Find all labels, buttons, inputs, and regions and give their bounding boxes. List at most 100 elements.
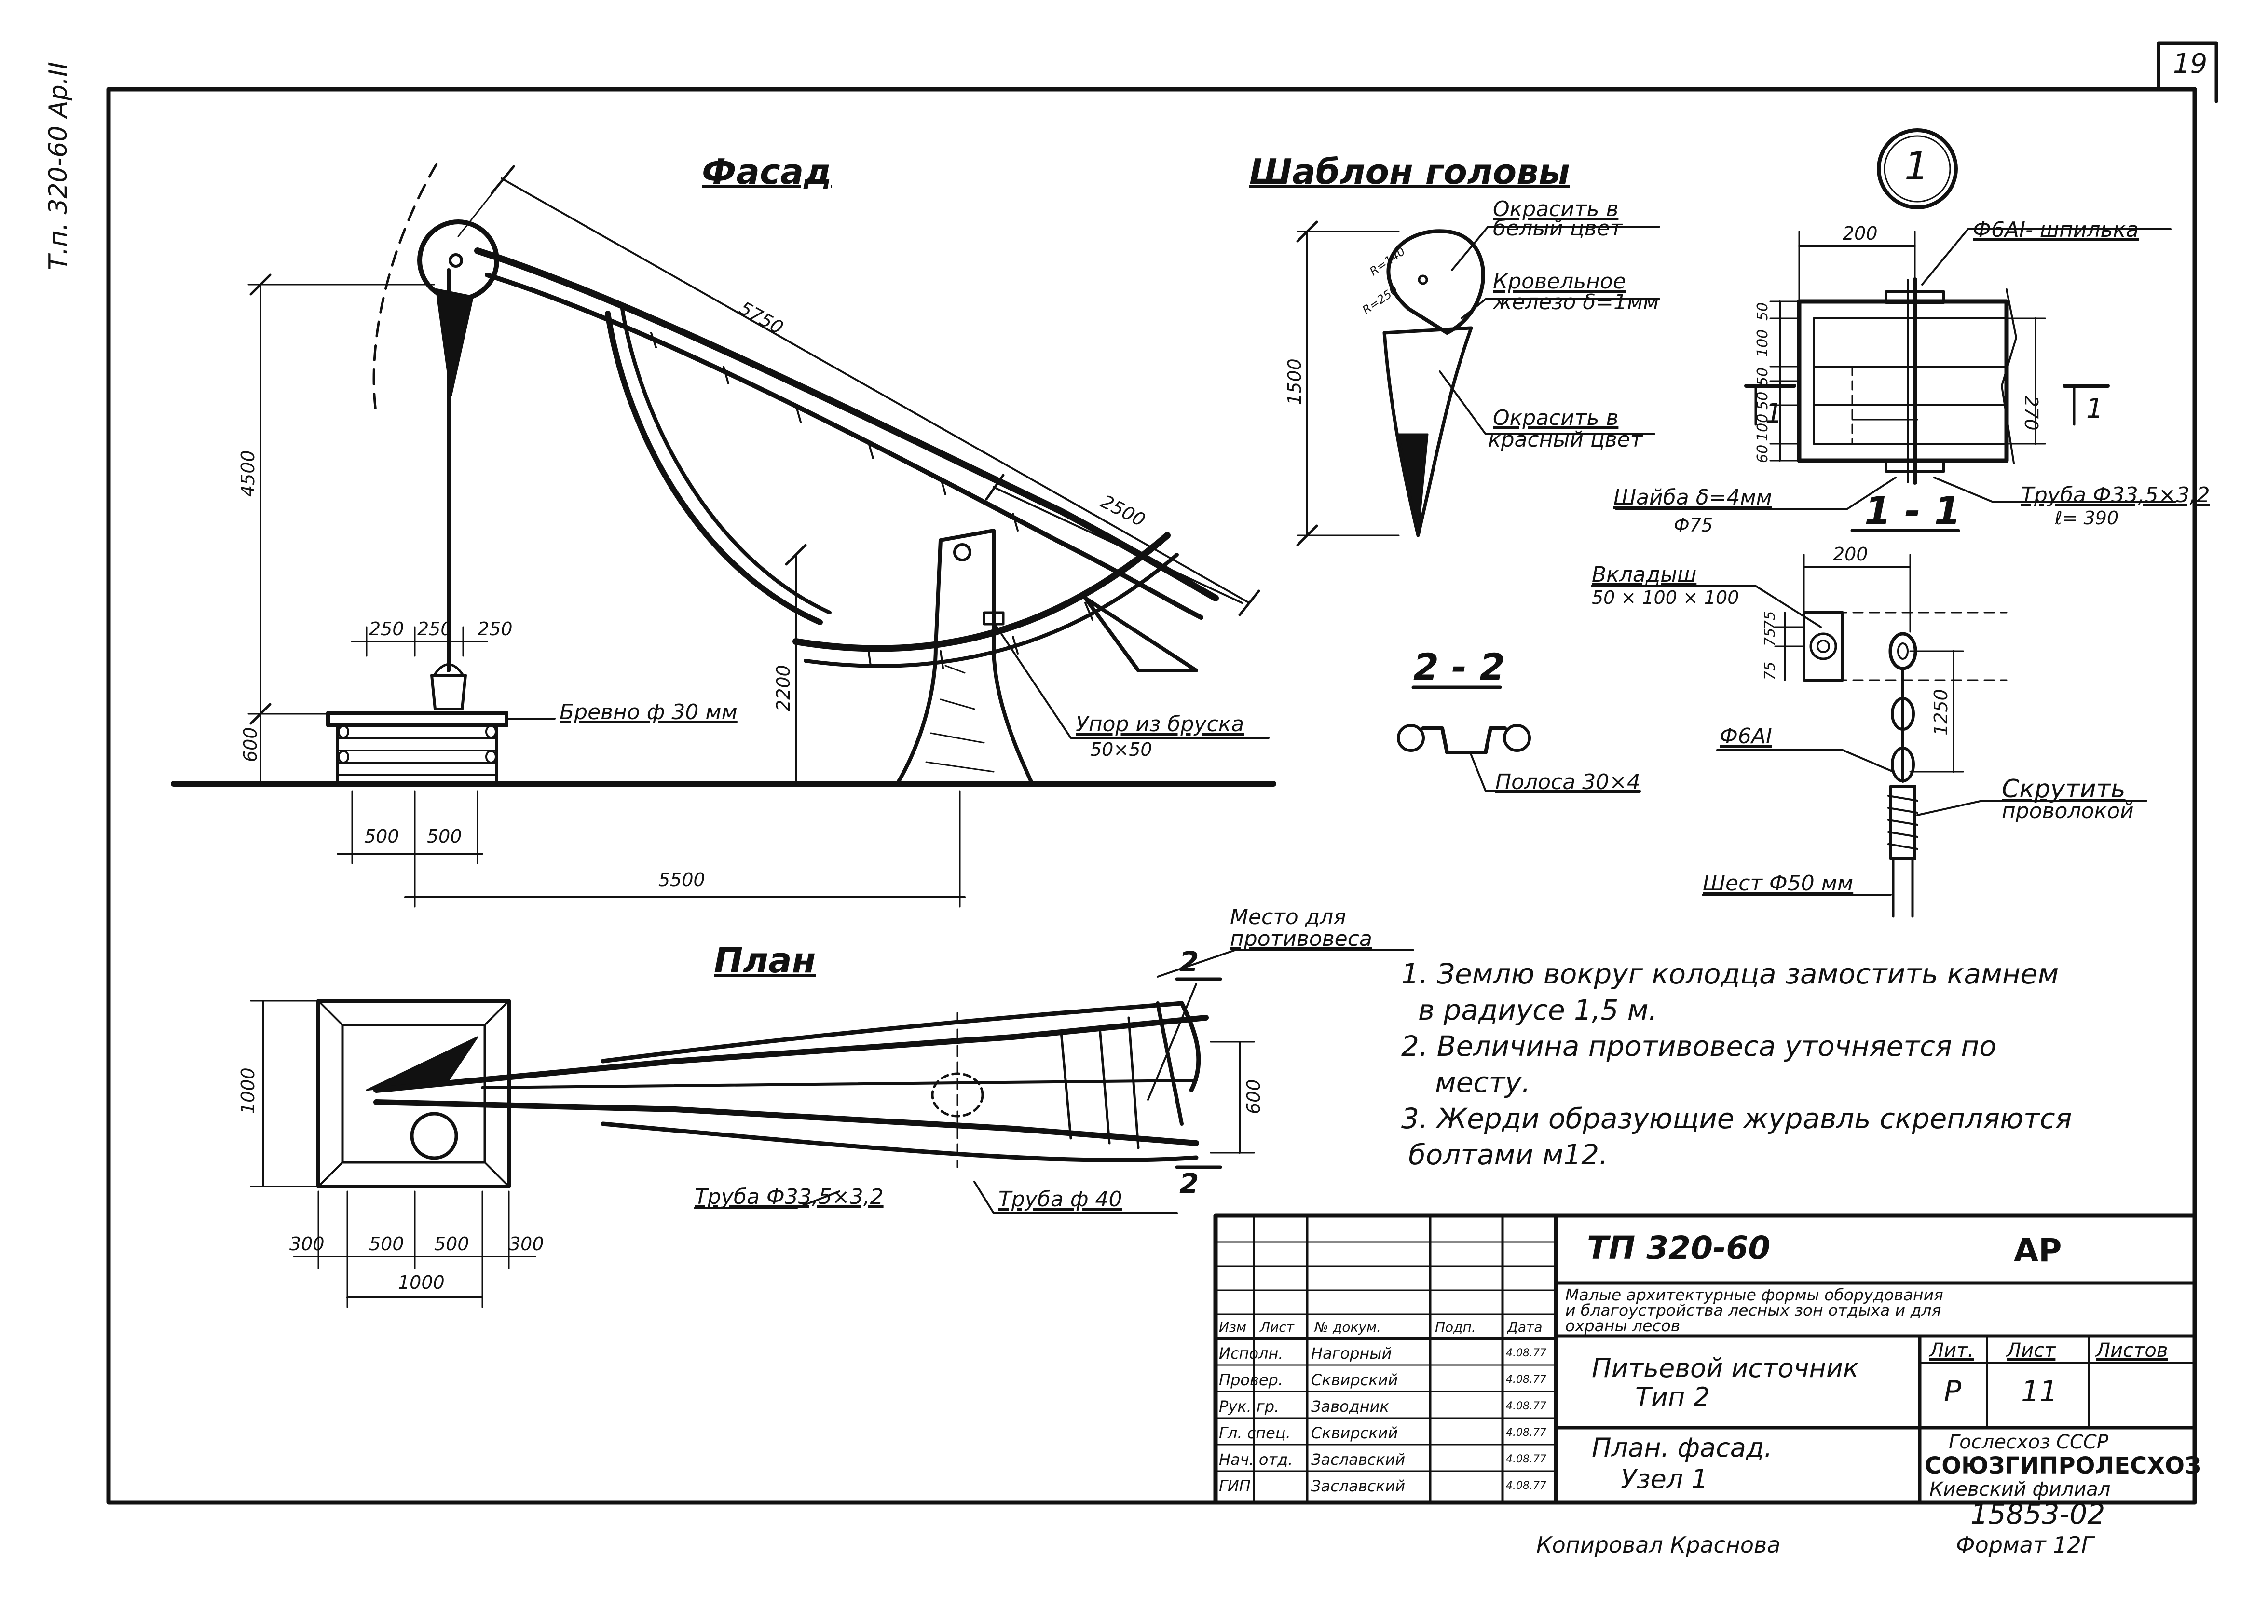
tb-lit-value: Р	[1944, 1375, 1962, 1408]
stop-label: Упор из бруска	[1076, 712, 1244, 737]
section-2-2-title: 2 - 2	[1413, 645, 1505, 688]
s11-dim-270: 270	[2021, 396, 2042, 431]
paint-red-line2: красный цвет	[1488, 427, 1643, 452]
tb-hdr-sign: Подп.	[1435, 1319, 1476, 1335]
pipe-length: ℓ= 390	[2055, 507, 2119, 529]
cut-mark-2-top: 2	[1179, 945, 1199, 978]
counterweight-line1: Место для	[1230, 905, 1346, 929]
tb-org-1: Гослесхоз СССР	[1949, 1431, 2108, 1453]
twist-label: Скрутить	[2002, 775, 2126, 804]
tb-hdr-date: Дата	[1507, 1319, 1543, 1335]
tb-role-3: Рук. гр.	[1219, 1397, 1280, 1416]
s11-dim-200: 200	[1843, 223, 1878, 244]
cut-mark-1-right: 1	[2086, 393, 2104, 424]
s11-dim-50-a: 50	[1754, 302, 1771, 321]
rod-label: Ф6АI	[1720, 724, 1772, 749]
tb-date-4: 4.08.77	[1506, 1427, 1546, 1439]
node-dim-200: 200	[1833, 544, 1868, 565]
plan-dim-500-b: 500	[434, 1233, 469, 1255]
insert-size: 50 × 100 × 100	[1592, 587, 1739, 608]
tb-drawing-1: Питьевой источник	[1592, 1353, 1859, 1383]
section-1-1-view	[1615, 128, 2176, 532]
dim-500-b: 500	[427, 826, 462, 847]
dim-1500: 1500	[1284, 358, 1305, 405]
title-block-grid	[1213, 1213, 2197, 1505]
note-1-cont: в радиусе 1,5 м.	[1418, 994, 1657, 1026]
facade-title: Фасад	[702, 151, 832, 192]
stud-label: Ф6АI- шпилька	[1973, 218, 2139, 242]
dim-250-b: 250	[417, 618, 452, 640]
paint-white-line2: белый цвет	[1493, 216, 1623, 241]
tb-date-1: 4.08.77	[1506, 1347, 1546, 1359]
plan-pipe-33: Труба Ф33,5×3,2	[695, 1185, 884, 1209]
tb-org-2: СОЮЗГИПРОЛЕСХОЗ	[1925, 1452, 2201, 1479]
side-stamp: Т.п. 320-60 Ар.II	[44, 62, 73, 270]
plan-dim-300-b: 300	[509, 1233, 544, 1255]
tb-date-5: 4.08.77	[1506, 1453, 1546, 1465]
tb-role-6: ГИП	[1219, 1477, 1251, 1495]
roof-iron-line2: железо δ=1мм	[1493, 290, 1659, 314]
washer-label: Шайба δ=4мм	[1613, 485, 1772, 510]
node-dim-75-b: 75	[1762, 628, 1778, 646]
s11-dim-100-a: 100	[1754, 329, 1771, 357]
plan-dim-total: 1000	[398, 1272, 445, 1293]
node-dim-75-c: 75	[1762, 661, 1778, 680]
tb-role-5: Нач. отд.	[1219, 1450, 1293, 1469]
s11-dim-60: 60	[1754, 444, 1771, 463]
plan-pipe-40: Труба ф 40	[998, 1187, 1122, 1212]
footer-number: 15853-02	[1970, 1498, 2105, 1530]
dim-2200: 2200	[773, 665, 794, 711]
sheet-frame	[106, 41, 2218, 1505]
tb-name-3: Заводник	[1311, 1397, 1389, 1416]
note-2-cont: месту.	[1435, 1066, 1530, 1099]
page-number: 19	[2173, 48, 2208, 80]
tb-project-2: и благоустройства лесных зон отдыха и дл…	[1565, 1301, 1941, 1320]
tb-hdr-doc: № докум.	[1314, 1319, 1381, 1335]
plan-dim-left: 1000	[237, 1067, 259, 1114]
s11-dim-50-b: 50	[1754, 367, 1771, 386]
plan-dim-500-a: 500	[369, 1233, 404, 1255]
tb-sheet-2: Узел 1	[1621, 1464, 1708, 1494]
strip-label: Полоса 30×4	[1495, 770, 1641, 794]
dim-600: 600	[240, 727, 261, 762]
tb-col-lit: Лит.	[1929, 1339, 1974, 1362]
tb-name-2: Сквирский	[1311, 1371, 1398, 1389]
insert-label: Вкладыш	[1592, 562, 1697, 587]
tb-list-value: 11	[2021, 1375, 2058, 1408]
tb-col-list: Лист	[2007, 1339, 2056, 1362]
washer-size: Ф75	[1674, 515, 1713, 536]
stop-size: 50×50	[1090, 739, 1152, 760]
tb-section: АР	[2014, 1232, 2062, 1269]
pipe-33-label: Труба Ф33,5×3,2	[2021, 483, 2210, 507]
node-dim-75-a: 75	[1762, 611, 1778, 629]
twist-label-2: проволокой	[2002, 799, 2134, 823]
tb-code: ТП 320-60	[1587, 1229, 1771, 1267]
tb-name-6: Заславский	[1311, 1477, 1406, 1495]
dim-5500: 5500	[658, 869, 705, 890]
tb-org-3: Киевский филиал	[1929, 1478, 2111, 1501]
tb-hdr-izm: Изм	[1219, 1319, 1246, 1335]
plan-dim-right: 600	[1243, 1079, 1264, 1114]
tb-name-5: Заславский	[1311, 1450, 1406, 1469]
log-label: Бревно ф 30 мм	[560, 700, 738, 724]
tb-role-1: Исполн.	[1219, 1344, 1284, 1363]
footer-format: Формат 12Г	[1956, 1532, 2094, 1558]
counterweight-line2: противовеса	[1230, 927, 1372, 951]
note-3: 3. Жерди образующие журавль скрепляются	[1401, 1102, 2072, 1135]
cut-mark-1-left: 1	[1765, 398, 1783, 429]
tb-sheet-1: План. фасад.	[1592, 1433, 1773, 1463]
head-template-title: Шаблон головы	[1249, 151, 1570, 192]
dim-4500: 4500	[237, 450, 259, 497]
paint-white-line1: Окрасить в	[1493, 197, 1619, 221]
cut-mark-2-bottom: 2	[1179, 1167, 1199, 1200]
roof-iron-line1: Кровельное	[1493, 269, 1626, 294]
tb-role-2: Провер.	[1219, 1371, 1283, 1389]
note-1: 1. Землю вокруг колодца замостить камнем	[1401, 957, 2059, 990]
footer-copied: Копировал Краснова	[1536, 1532, 1781, 1558]
pole-label: Шест Ф50 мм	[1703, 871, 1854, 896]
node-dim-1250: 1250	[1930, 689, 1952, 736]
node-marker: 1	[1904, 144, 1929, 189]
tb-project-3: охраны лесов	[1565, 1316, 1681, 1335]
tb-role-4: Гл. спец.	[1219, 1424, 1291, 1442]
tb-date-6: 4.08.77	[1506, 1480, 1546, 1492]
